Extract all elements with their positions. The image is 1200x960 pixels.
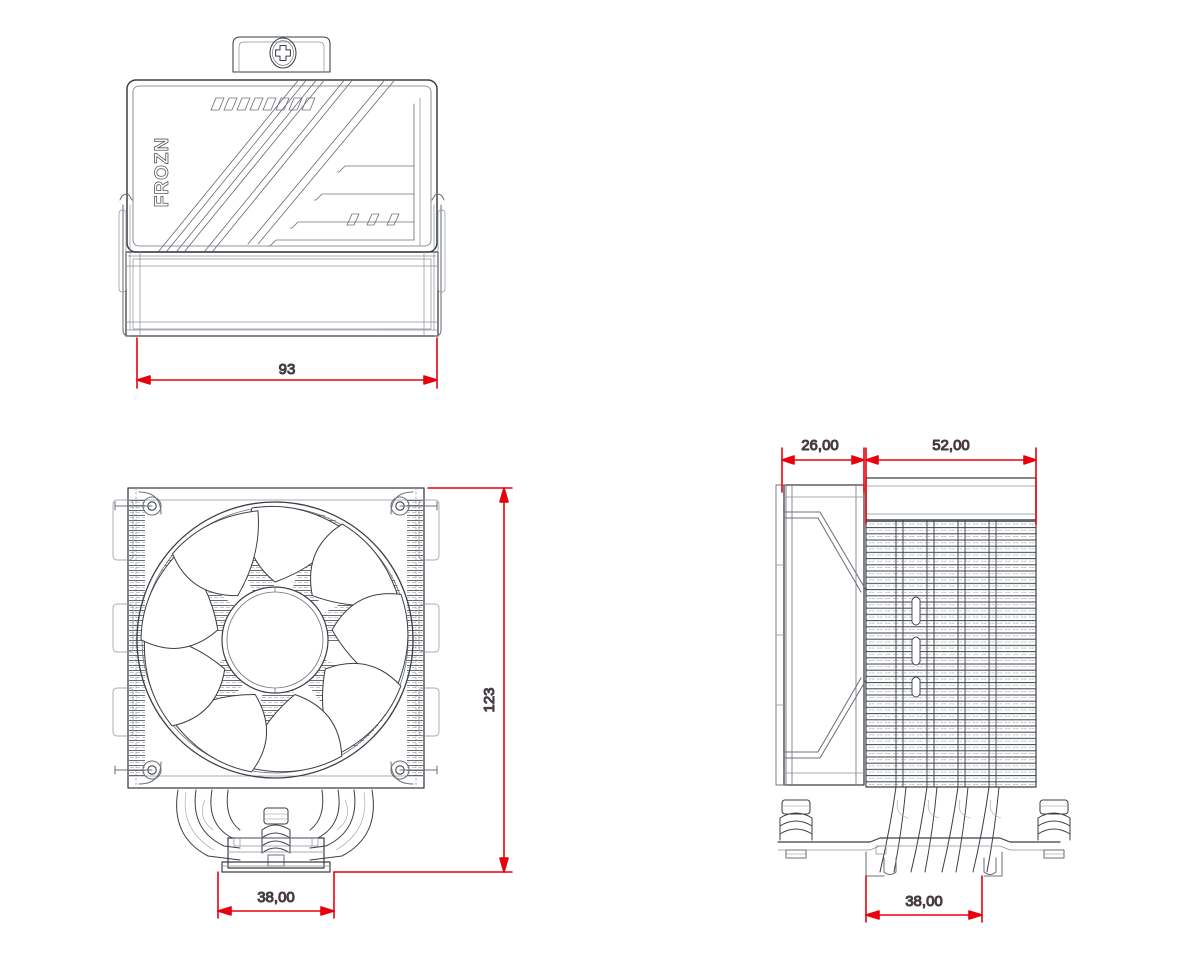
dim-width-93: [136, 337, 438, 389]
cover-diagonal-stripes: [149, 80, 355, 252]
spring-screw: [779, 799, 813, 859]
side-mounting-bracket: [777, 799, 1071, 877]
dim-height-123: [333, 487, 513, 873]
side-heatpipe-sections: [895, 519, 997, 787]
fan-blades: [140, 505, 409, 773]
dim-height-123-label: 123: [481, 687, 498, 712]
dim-fan-26-label: 26,00: [801, 437, 839, 454]
brand-logo-text: FROZN: [152, 137, 173, 207]
front-heatpipes: [176, 789, 374, 861]
cover-vent-slots: [210, 97, 316, 111]
side-fin-stack: [865, 519, 1037, 788]
front-fan-wire-clips: [112, 499, 440, 775]
top-mounting-bracket: [232, 36, 331, 73]
front-mounting-base: [221, 807, 331, 873]
cover-triangle-panel: [247, 80, 437, 247]
dim-fan-26: [781, 447, 865, 493]
side-fan-body: [775, 484, 867, 786]
phillips-screw-icon: [269, 37, 297, 69]
front-view: [112, 487, 440, 873]
side-wire-clips: [783, 511, 867, 759]
dim-fins-52-label: 52,00: [932, 437, 970, 454]
dim-base-38-front-label: 38,00: [257, 889, 295, 906]
dim-fins-52: [865, 447, 1037, 525]
side-standoff-pads: [883, 857, 997, 876]
dim-base-38-side-label: 38,00: [905, 893, 943, 910]
spring-screw: [1037, 799, 1071, 859]
spring-screw: [261, 807, 291, 867]
top-cover-plate: FROZN: [126, 79, 438, 253]
front-fan-assembly: [136, 501, 414, 779]
dim-width-93-label: 93: [279, 361, 296, 378]
side-top-cover: [865, 477, 1037, 521]
side-view: [775, 477, 1071, 877]
top-view-fin-stack: [125, 251, 439, 337]
fan-hub: [221, 586, 329, 694]
dim-base-38-front: [217, 871, 335, 919]
side-fin-cutout: [911, 596, 921, 698]
dim-base-38-side: [865, 875, 983, 923]
cover-triangle-vents: [346, 213, 400, 226]
side-heatpipes: [879, 786, 1002, 873]
top-view-fan-clips: [118, 193, 446, 337]
top-view: FROZN: [118, 36, 446, 337]
